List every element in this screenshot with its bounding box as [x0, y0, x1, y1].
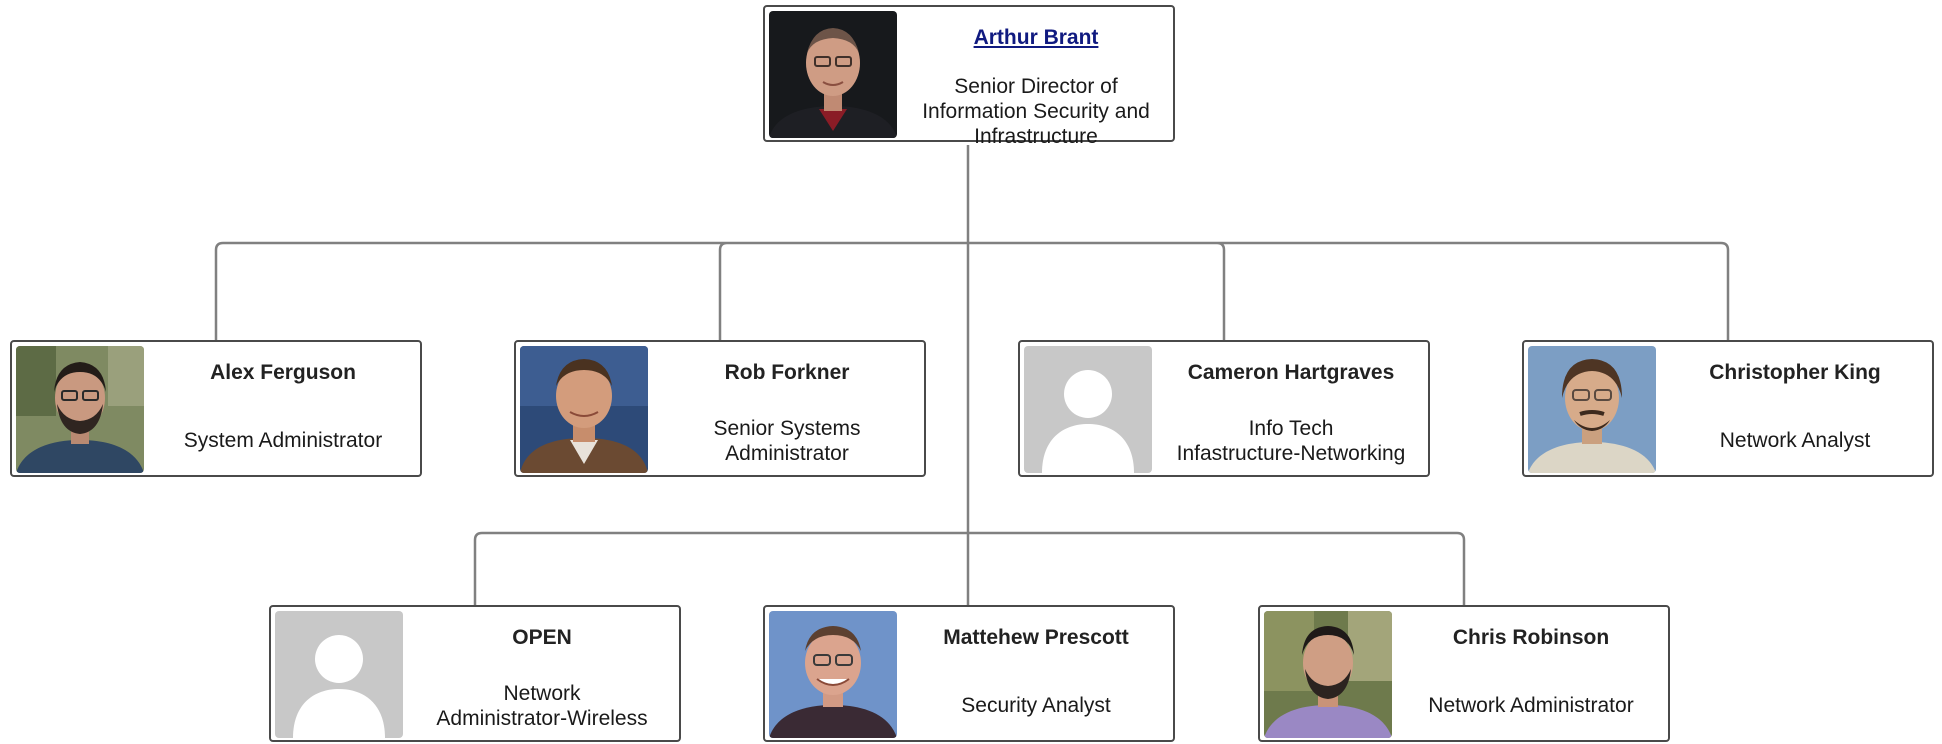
- org-card-rob-forkner[interactable]: Rob Forkner Senior Systems Administrator: [514, 340, 926, 477]
- placeholder-avatar: [275, 611, 403, 738]
- person-name: OPEN: [512, 626, 572, 649]
- job-title: Senior Director of Information Security …: [905, 74, 1167, 149]
- job-title-line: Security Analyst: [961, 694, 1111, 717]
- portrait-photo: [520, 346, 648, 473]
- person-name: Cameron Hartgraves: [1187, 361, 1395, 384]
- job-title-line: System Administrator: [183, 429, 383, 452]
- org-card-cameron-hartgraves[interactable]: Cameron Hartgraves Info Tech Infastructu…: [1018, 340, 1430, 477]
- person-name: Mattehew Prescott: [943, 626, 1129, 649]
- job-title-line: Infrastructure: [974, 125, 1098, 148]
- portrait-photo: [1264, 611, 1392, 738]
- job-title-line: Administrator-Wireless: [436, 707, 648, 730]
- job-title: Info Tech Infastructure-Networking: [1160, 416, 1422, 466]
- org-card-open[interactable]: OPEN Network Administrator-Wireless: [269, 605, 681, 742]
- person-name: Alex Ferguson: [210, 361, 356, 384]
- portrait-photo: [1528, 346, 1656, 473]
- person-name: Christopher King: [1709, 361, 1881, 384]
- job-title: Network Administrator-Wireless: [411, 681, 673, 731]
- connector-root-to-level2: [473, 531, 1466, 605]
- org-card-mattehew-prescott[interactable]: Mattehew Prescott Security Analyst: [763, 605, 1175, 742]
- person-name: Rob Forkner: [724, 361, 850, 384]
- connector-root-to-level1: [214, 145, 1730, 533]
- portrait-photo: [16, 346, 144, 473]
- person-name: Chris Robinson: [1452, 626, 1610, 649]
- job-title-line: Info Tech: [1248, 417, 1334, 440]
- org-card-chris-robinson[interactable]: Chris Robinson Network Administrator: [1258, 605, 1670, 742]
- job-title-line: Network: [503, 682, 581, 705]
- job-title: Network Administrator: [1400, 693, 1662, 718]
- job-title-line: Network Analyst: [1719, 429, 1871, 452]
- job-title-line: Information Security and: [922, 100, 1150, 123]
- job-title: System Administrator: [152, 428, 414, 453]
- org-card-alex-ferguson[interactable]: Alex Ferguson System Administrator: [10, 340, 422, 477]
- job-title: Network Analyst: [1664, 428, 1926, 453]
- portrait-photo: [769, 11, 897, 138]
- org-card-christopher-king[interactable]: Christopher King Network Analyst: [1522, 340, 1934, 477]
- portrait-photo: [769, 611, 897, 738]
- job-title-line: Network Administrator: [1428, 694, 1634, 717]
- job-title: Senior Systems Administrator: [656, 416, 918, 466]
- job-title-line: Senior Director of: [954, 75, 1118, 98]
- job-title-line: Senior Systems: [713, 417, 861, 440]
- job-title-line: Administrator: [725, 442, 849, 465]
- placeholder-avatar: [1024, 346, 1152, 473]
- job-title: Security Analyst: [905, 693, 1167, 718]
- org-card-arthur-brant[interactable]: Arthur Brant Senior Director of Informat…: [763, 5, 1175, 148]
- person-name-link[interactable]: Arthur Brant: [973, 26, 1099, 49]
- job-title-line: Infastructure-Networking: [1176, 442, 1406, 465]
